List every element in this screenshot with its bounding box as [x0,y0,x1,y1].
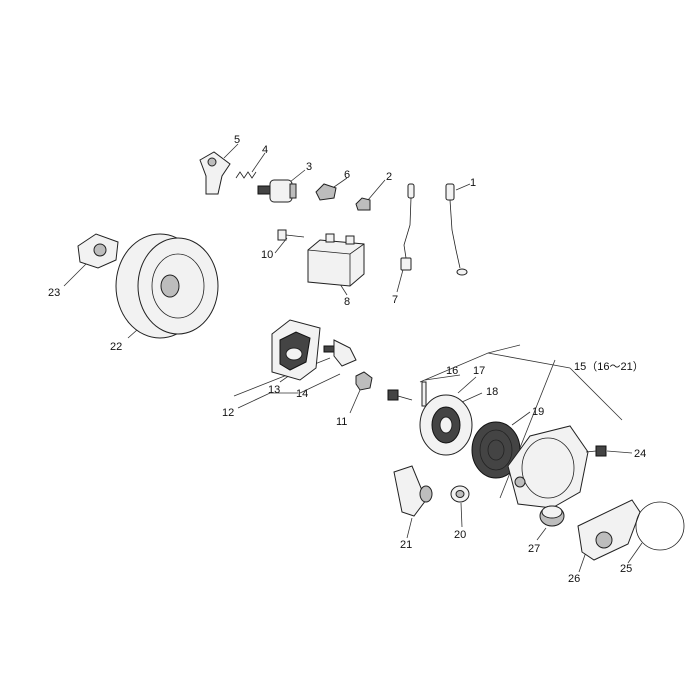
callout-1: 1 [470,177,476,189]
part-10-bolt [277,229,305,241]
part-5-plug-boot [199,151,231,195]
part-23-hub [77,233,119,269]
callout-21: 21 [400,539,412,551]
callout-16: 16 [446,365,458,377]
callout-17: 17 [473,365,485,377]
callout-6: 6 [344,169,350,181]
callout-2: 2 [386,171,392,183]
callout-20: 20 [454,529,466,541]
callout-23: 23 [48,287,60,299]
part-18-reel [419,394,473,456]
callout-3: 3 [306,161,312,173]
callout-22: 22 [110,341,122,353]
callout-labels: 1 2 3 4 5 6 7 8 10 11 12 13 14 15（16～21）… [48,134,646,585]
callout-13: 13 [268,384,280,396]
callout-4: 4 [262,144,268,156]
callout-7: 7 [392,294,398,306]
part-22-flywheel [115,233,219,339]
part-17-pin [421,381,427,407]
part-2-cap [355,197,371,211]
part-6-grommet [315,183,337,201]
callout-18: 18 [486,386,498,398]
part-3-spark-plug [257,179,297,203]
callout-11: 11 [336,416,347,428]
callout-24: 24 [634,448,646,460]
callout-19: 19 [532,406,544,418]
part-13-switch-housing [271,319,321,381]
callout-15: 15（16～21） [574,360,644,373]
part-15-starter-case [507,425,589,509]
part-8-ignition-coil [307,233,365,287]
callout-5: 5 [234,134,240,146]
part-24-screw [585,445,607,457]
part-7-wire-connector [400,183,415,271]
callout-14: 14 [296,388,308,400]
part-14-switch-lever [323,339,357,367]
part-4-spring [235,171,257,179]
part-20-bushing [450,485,470,503]
part-26-bracket [577,499,641,561]
callout-27: 27 [528,543,540,555]
part-11-nut [355,371,373,391]
callout-25: 25 [620,563,632,575]
callout-12: 12 [222,407,234,419]
part-25-gasket [635,501,685,551]
part-27-cap [539,505,565,527]
part-1-terminal-lead [445,183,468,276]
part-21-starter-handle [393,465,433,517]
part-16-bolt [387,389,413,401]
callout-8: 8 [344,296,350,308]
callout-10: 10 [261,249,273,261]
callout-26: 26 [568,573,580,585]
